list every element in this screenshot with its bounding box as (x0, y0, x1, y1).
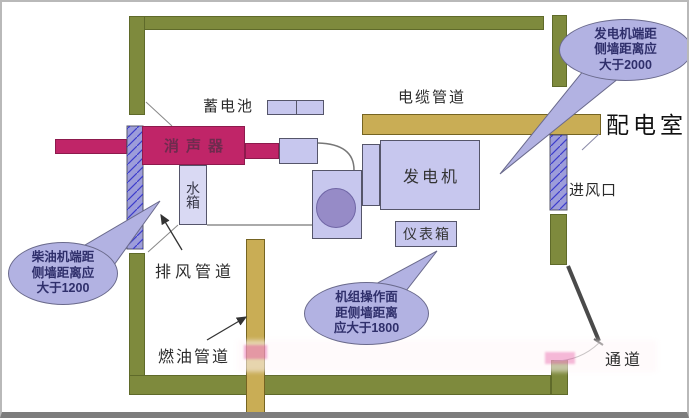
air-inlet-hatch (549, 134, 568, 211)
pipe-connector-box (279, 138, 318, 164)
callout-diesel-end-line2: 侧墙距离应 (31, 265, 95, 280)
engine-flywheel (316, 188, 356, 228)
door-swing-arc (553, 342, 600, 362)
door-leaf (566, 265, 601, 342)
door-leaf-tick (593, 338, 604, 346)
exhaust-duct-label: 排风管道 (155, 264, 236, 281)
watermark-smudge (237, 340, 657, 372)
distribution-room-leader-line (581, 133, 600, 151)
air-inlet-label: 进风口 (569, 182, 618, 199)
callout-operation-face: 机组操作面 距侧墙距离 应大于1800 (304, 282, 429, 345)
wall-top (129, 16, 544, 30)
fuel-pipe (246, 239, 265, 412)
muffler-leader-line (145, 101, 173, 127)
exhaust-pipe-right (245, 143, 279, 159)
fuel-pipe-arrow (206, 316, 248, 341)
passage-label: 通道 (605, 352, 644, 369)
generator-label: 发电机 (402, 169, 460, 186)
exhaust-pipe-left (55, 139, 127, 154)
battery-label: 蓄电池 (203, 98, 255, 115)
cable-duct-label: 电缆管道 (398, 89, 467, 106)
water-tank: 水箱 (179, 165, 207, 225)
wall-right-corner (551, 360, 568, 395)
tank-wall-line (147, 224, 179, 253)
callout-generator-end-line1: 发电机端距 (594, 26, 657, 41)
callout-operation-face-line3: 应大于1800 (333, 321, 400, 336)
coupling (362, 144, 380, 206)
instrument-box-label: 仪表箱 (403, 226, 451, 242)
generator: 发电机 (380, 140, 480, 210)
cable-duct (362, 114, 601, 135)
muffler-wall-opening-hatch (126, 125, 144, 250)
callout-generator-end-line2: 侧墙距离应 (594, 42, 657, 57)
callout-diesel-end-line1: 柴油机端距 (31, 250, 95, 265)
callout-generator-end-line3: 大于2000 (599, 57, 652, 72)
water-tank-label: 水箱 (185, 181, 201, 209)
callout-diesel-end: 柴油机端距 侧墙距离应 大于1200 (8, 242, 118, 305)
battery-box-2 (296, 100, 324, 115)
flex-connector-arc (317, 142, 355, 171)
callout-operation-face-line1: 机组操作面 (335, 290, 398, 305)
callout-diesel-end-line3: 大于1200 (36, 281, 90, 296)
wall-right-mid (550, 214, 567, 265)
muffler-label: 消声器 (163, 138, 230, 155)
battery-box-1 (267, 100, 297, 115)
callout-generator-end: 发电机端距 侧墙距离应 大于2000 (559, 19, 687, 81)
instrument-box: 仪表箱 (395, 221, 457, 247)
fuel-pipe-label: 燃油管道 (158, 349, 231, 366)
callout-operation-face-line2: 距侧墙距离 (335, 305, 398, 320)
distribution-room-label: 配电室 (606, 112, 687, 138)
wall-left-lower (129, 253, 145, 395)
wall-bottom (129, 375, 551, 395)
muffler: 消声器 (142, 126, 245, 165)
wall-left-upper (129, 16, 145, 115)
